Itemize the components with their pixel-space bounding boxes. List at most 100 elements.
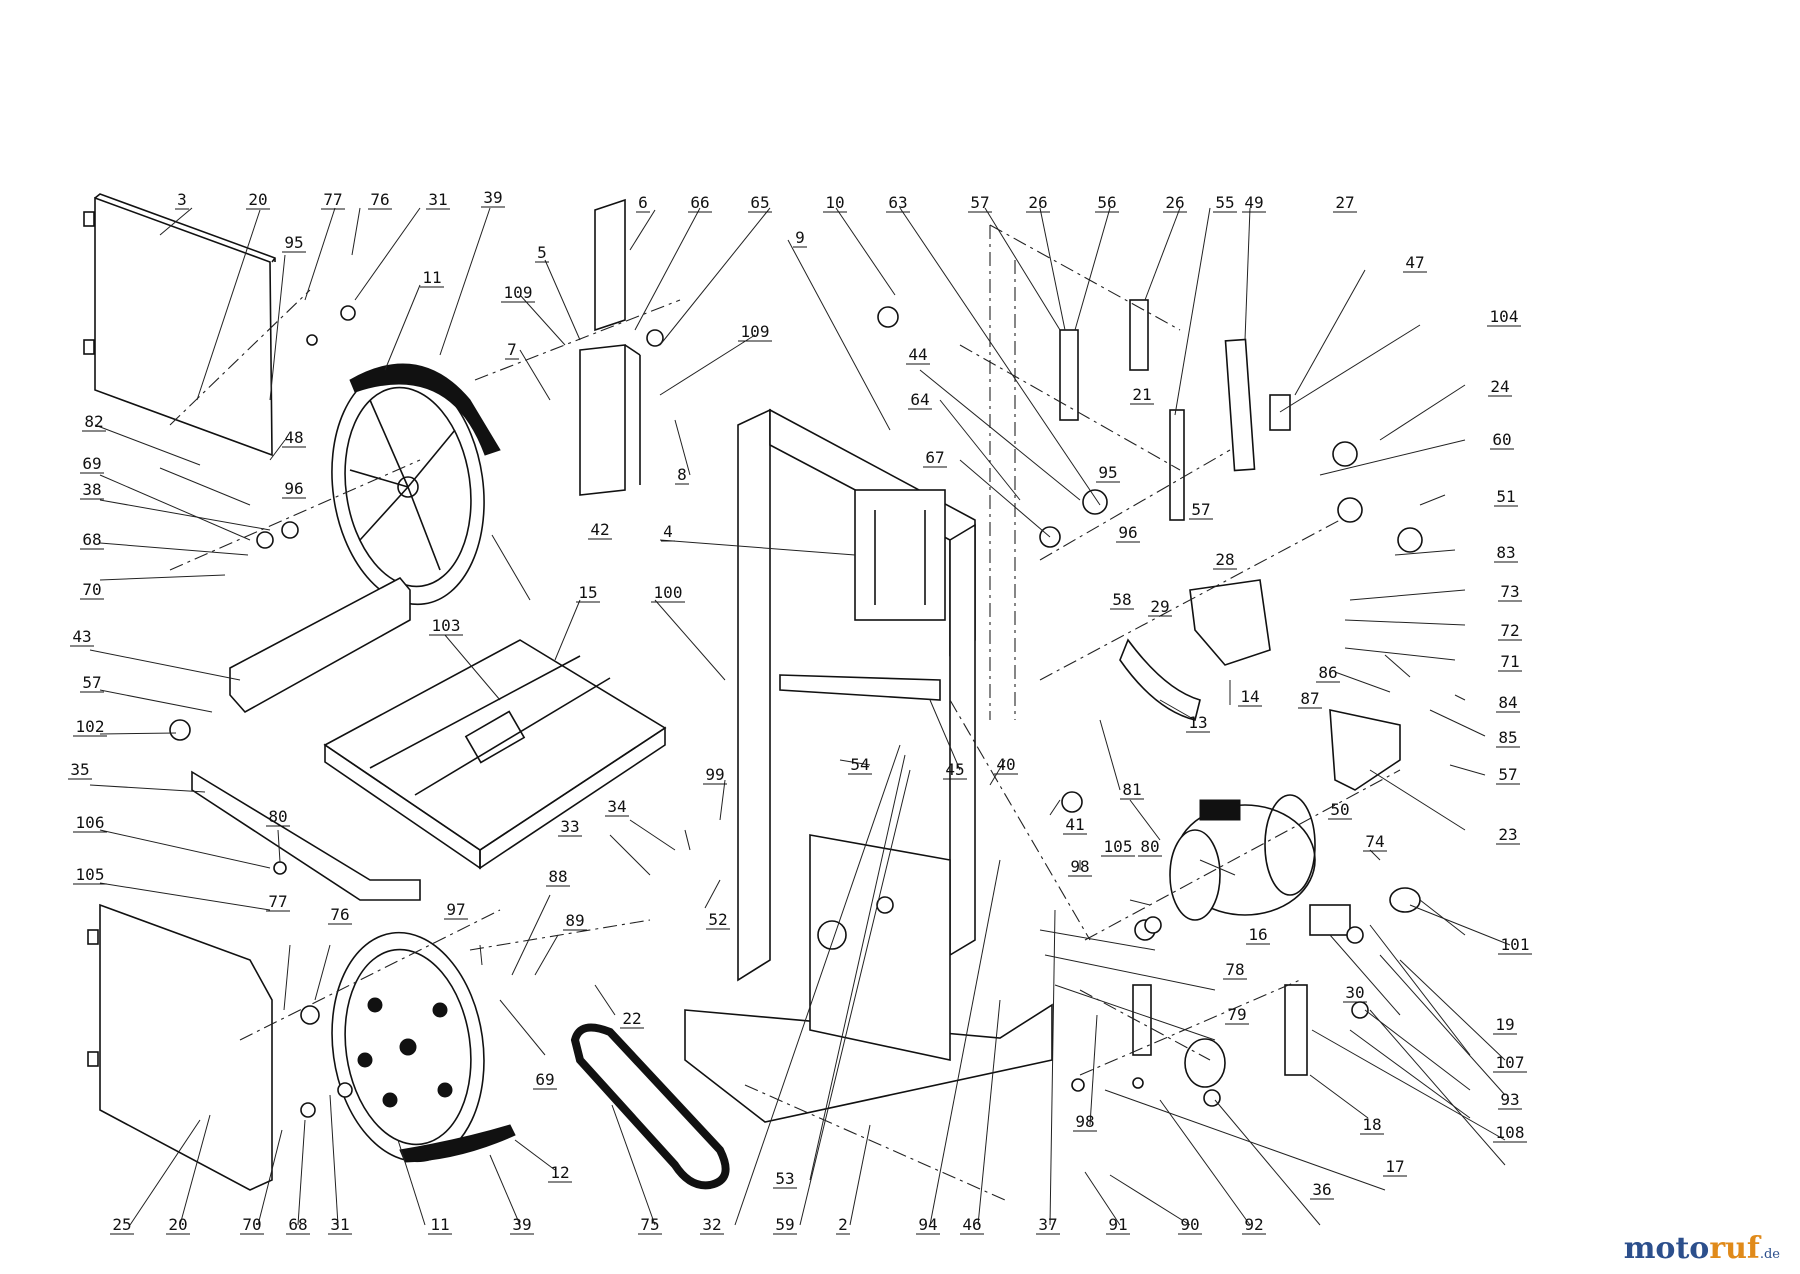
part-number-label: 50 [1330, 800, 1349, 819]
part-number-label: 105 [76, 865, 105, 884]
part-number-label: 84 [1498, 693, 1517, 712]
part-number-label: 75 [640, 1215, 659, 1234]
part-number-label: 17 [1385, 1157, 1404, 1176]
part-number-label: 95 [284, 233, 303, 252]
part-number-label: 29 [1150, 597, 1169, 616]
tension-plate [1329, 708, 1401, 791]
part-number-label: 80 [1140, 837, 1159, 856]
part-number-label: 47 [1405, 253, 1424, 272]
part-number-label: 59 [775, 1215, 794, 1234]
brand-logo: motoruf.de [1624, 1231, 1780, 1266]
part-number-label: 8 [677, 465, 687, 484]
motor [1169, 794, 1316, 921]
part-number-label: 68 [82, 530, 101, 549]
tension-post [1059, 299, 1291, 521]
part-number-label: 9 [795, 228, 805, 247]
part-number-label: 89 [565, 911, 584, 930]
part-number-label: 86 [1318, 663, 1337, 682]
part-number-label: 68 [288, 1215, 307, 1234]
work-table [323, 639, 667, 870]
rails [191, 576, 421, 901]
part-number-label: 4 [663, 522, 673, 541]
part-number-label: 10 [825, 193, 844, 212]
part-number-label: 11 [422, 268, 441, 287]
part-number-label: 57 [1498, 765, 1517, 784]
part-number-label: 91 [1108, 1215, 1127, 1234]
part-number-label: 55 [1215, 193, 1234, 212]
part-number-label: 12 [550, 1163, 569, 1182]
part-number-label: 72 [1500, 621, 1519, 640]
part-number-label: 57 [82, 673, 101, 692]
part-number-label: 21 [1132, 385, 1151, 404]
assembly-lines [169, 224, 1401, 1201]
part-number-label: 25 [112, 1215, 131, 1234]
part-number-label: 54 [850, 755, 869, 774]
part-number-label: 37 [1038, 1215, 1057, 1234]
upper-guide-block [854, 489, 946, 621]
part-number-label: 77 [323, 190, 342, 209]
part-number-label: 57 [1191, 500, 1210, 519]
part-number-label: 67 [925, 448, 944, 467]
part-number-label: 53 [775, 1169, 794, 1188]
part-number-label: 46 [962, 1215, 981, 1234]
part-number-label: 39 [512, 1215, 531, 1234]
part-number-label: 73 [1500, 582, 1519, 601]
part-number-label: 70 [242, 1215, 261, 1234]
leader-lines [89, 207, 1511, 1226]
part-number-label: 22 [622, 1009, 641, 1028]
part-number-label: 32 [702, 1215, 721, 1234]
part-number-label: 34 [607, 797, 626, 816]
part-number-label: 23 [1498, 825, 1517, 844]
part-number-label: 74 [1365, 832, 1384, 851]
part-number-label: 57 [970, 193, 989, 212]
part-number-label: 41 [1065, 815, 1084, 834]
part-number-label: 36 [1312, 1180, 1331, 1199]
part-number-label: 101 [1501, 935, 1530, 954]
part-number-label: 99 [705, 765, 724, 784]
brand-part3: .de [1759, 1247, 1780, 1262]
part-number-label: 76 [370, 190, 389, 209]
part-number-label: 5 [537, 243, 547, 262]
part-number-label: 31 [330, 1215, 349, 1234]
part-number-label: 93 [1500, 1090, 1519, 1109]
part-number-label: 26 [1028, 193, 1047, 212]
part-number-label: 71 [1500, 652, 1519, 671]
wheel-supports [1119, 579, 1271, 721]
part-number-label: 105 [1104, 837, 1133, 856]
small-hardware [169, 305, 1423, 1118]
part-number-label: 58 [1112, 590, 1131, 609]
part-number-label: 100 [654, 583, 683, 602]
lower-bracket [1132, 887, 1421, 1088]
part-number-label: 45 [945, 760, 964, 779]
part-number-label: 40 [996, 755, 1015, 774]
part-number-label: 20 [248, 190, 267, 209]
part-number-label: 69 [535, 1070, 554, 1089]
part-number-label: 106 [76, 813, 105, 832]
part-number-label: 87 [1300, 689, 1319, 708]
part-number-label: 27 [1335, 193, 1354, 212]
upper-wheel [331, 363, 501, 606]
part-number-label: 56 [1097, 193, 1116, 212]
part-number-label: 11 [430, 1215, 449, 1234]
part-number-label: 98 [1075, 1112, 1094, 1131]
part-number-label: 66 [690, 193, 709, 212]
part-number-label: 108 [1496, 1123, 1525, 1142]
lower-cover [87, 903, 273, 1191]
part-number-label: 109 [504, 283, 533, 302]
part-number-label: 107 [1496, 1053, 1525, 1072]
part-number-label: 16 [1248, 925, 1267, 944]
part-number-label: 102 [76, 717, 105, 736]
part-number-label: 52 [708, 910, 727, 929]
upper-cover [83, 193, 276, 457]
part-number-label: 79 [1227, 1005, 1246, 1024]
part-number-label: 38 [82, 480, 101, 499]
lower-wheel [331, 931, 516, 1163]
part-number-label: 83 [1496, 543, 1515, 562]
part-number-label: 70 [82, 580, 101, 599]
part-number-label: 95 [1098, 463, 1117, 482]
part-number-label: 78 [1225, 960, 1244, 979]
part-number-label: 77 [268, 892, 287, 911]
part-number-label: 103 [432, 616, 461, 635]
part-number-label: 109 [741, 322, 770, 341]
